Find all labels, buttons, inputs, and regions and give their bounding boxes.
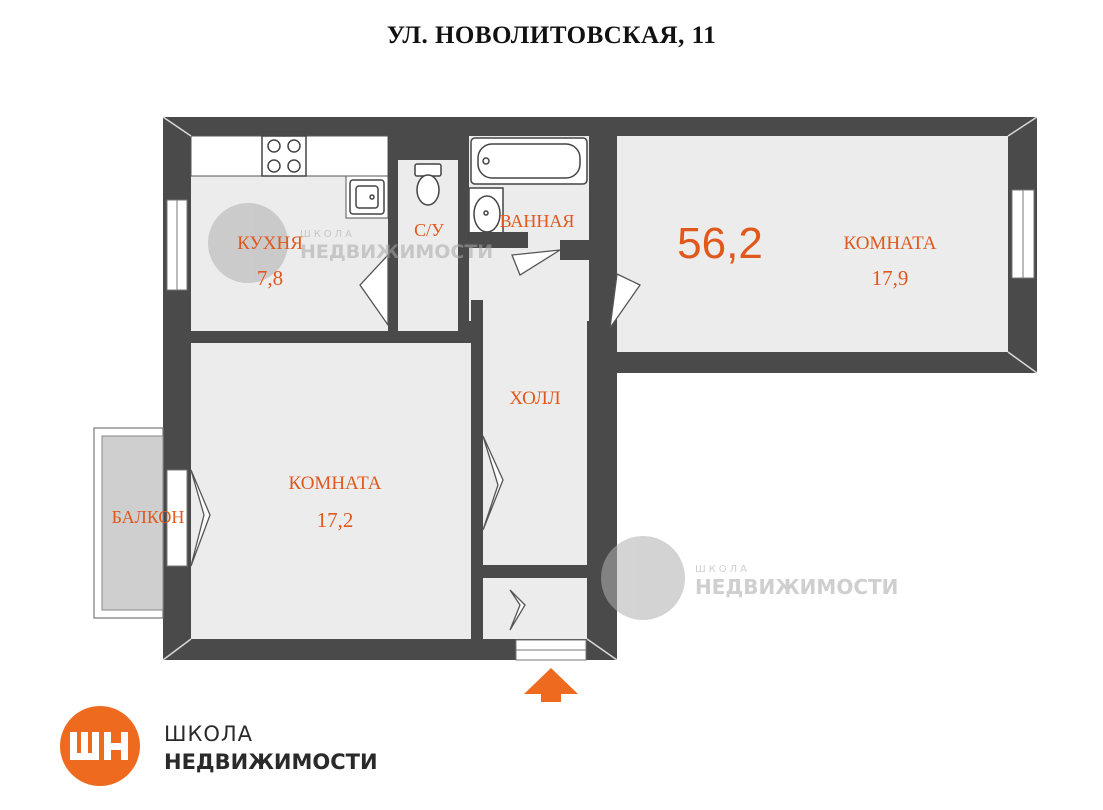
logo-text-line2: НЕДВИЖИМОСТИ <box>164 750 378 774</box>
svg-text:ШКОЛА: ШКОЛА <box>300 229 355 240</box>
washbasin-icon <box>468 187 504 241</box>
logo-icon <box>60 706 140 786</box>
wc-label: С/У <box>414 220 444 240</box>
doors <box>190 249 641 631</box>
room-right-area: 17,9 <box>872 266 909 290</box>
entrance-arrow-icon <box>524 668 578 702</box>
company-logo: ШКОЛА НЕДВИЖИМОСТИ <box>52 706 412 786</box>
logo-text-line1: ШКОЛА <box>164 722 254 746</box>
room-right-label: КОМНАТА <box>844 233 937 254</box>
windows <box>166 189 1035 661</box>
room-left-label: КОМНАТА <box>289 473 382 494</box>
kitchen-area: 7,8 <box>257 266 283 290</box>
corner-accents <box>162 116 1038 661</box>
balcony-label: БАЛКОН <box>112 507 185 527</box>
sink-icon <box>349 179 385 215</box>
watermark-top: ШКОЛА НЕДВИЖИМОСТИ <box>208 203 493 283</box>
total-area: 56,2 <box>677 219 763 268</box>
svg-text:НЕДВИЖИМОСТИ: НЕДВИЖИМОСТИ <box>695 575 898 599</box>
room-left-area: 17,2 <box>317 508 354 532</box>
svg-text:ШКОЛА: ШКОЛА <box>695 564 750 575</box>
balcony <box>93 427 164 619</box>
bath-label: ВАННАЯ <box>500 211 575 231</box>
plan-title: УЛ. НОВОЛИТОВСКАЯ, 11 <box>386 22 717 49</box>
bathtub-icon <box>470 137 588 185</box>
stove-icon <box>261 135 307 177</box>
svg-text:НЕДВИЖИМОСТИ: НЕДВИЖИМОСТИ <box>300 241 493 263</box>
hall-label: ХОЛЛ <box>509 388 560 409</box>
watermark-bottom: ШКОЛА НЕДВИЖИМОСТИ <box>601 536 898 620</box>
toilet-icon <box>414 163 442 206</box>
interior-walls <box>191 136 617 639</box>
kitchen-label: КУХНЯ <box>237 233 303 254</box>
